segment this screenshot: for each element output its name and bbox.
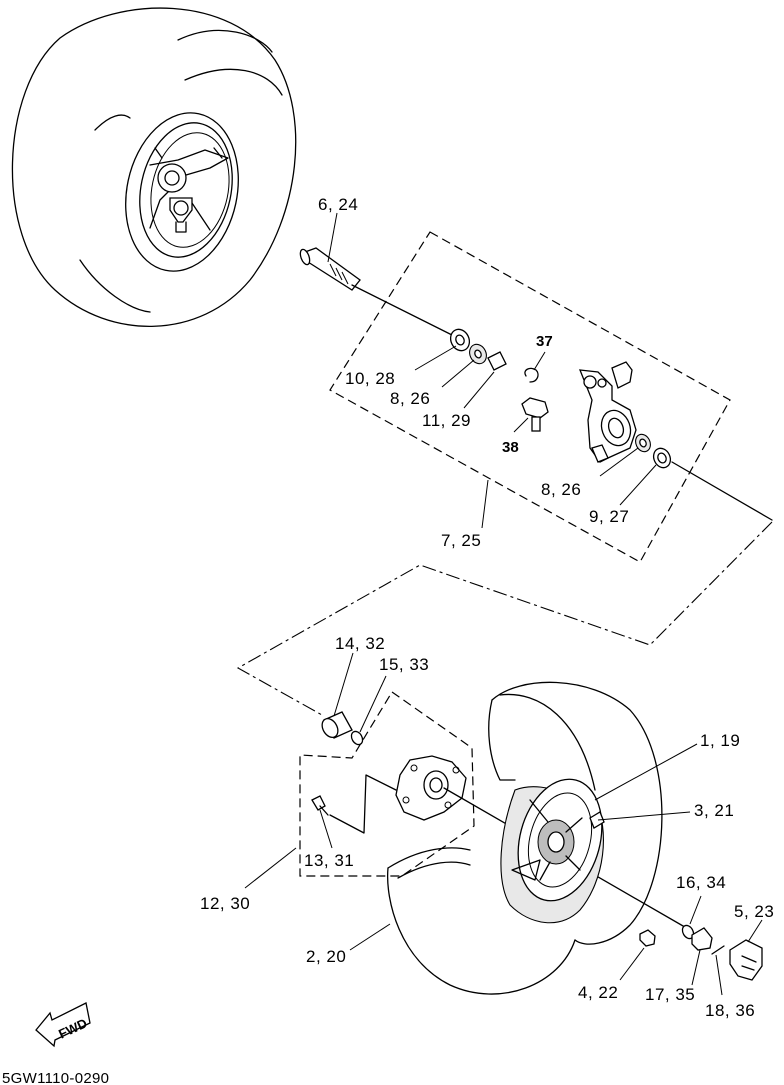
label-8-26-upper: 8, 26 — [390, 389, 430, 408]
hub-group — [299, 691, 691, 931]
label-14-32: 14, 32 — [335, 634, 385, 653]
leader-lines — [244, 212, 763, 996]
label-5-23: 5, 23 — [734, 902, 774, 921]
assembled-wheel-illustration — [11, 7, 297, 327]
exploded-wheel-illustration — [386, 681, 663, 995]
label-4-22: 4, 22 — [578, 983, 618, 1002]
label-9-27: 9, 27 — [589, 507, 629, 526]
label-18-36: 18, 36 — [705, 1001, 755, 1020]
label-3-21: 3, 21 — [694, 801, 734, 820]
label-38: 38 — [502, 439, 519, 456]
label-6-24: 6, 24 — [318, 195, 358, 214]
label-16-34: 16, 34 — [676, 873, 726, 892]
label-10-28: 10, 28 — [345, 369, 395, 388]
axle-shaft-part — [299, 247, 453, 336]
label-7-25: 7, 25 — [441, 531, 481, 550]
label-17-35: 17, 35 — [645, 985, 695, 1004]
label-15-33: 15, 33 — [379, 655, 429, 674]
label-12-30: 12, 30 — [200, 894, 250, 913]
label-1-19: 1, 19 — [700, 731, 740, 750]
label-37: 37 — [536, 333, 553, 350]
axle-hardware — [639, 924, 763, 981]
knuckle-group — [329, 231, 773, 563]
part-labels: 6, 24 10, 28 8, 26 11, 29 37 38 8, 26 9,… — [200, 195, 774, 1020]
alignment-line — [236, 521, 773, 716]
diagram-code: 5GW1110-0290 — [2, 1070, 109, 1085]
label-2-20: 2, 20 — [306, 947, 346, 966]
label-11-29: 11, 29 — [422, 411, 471, 430]
label-8-26-lower: 8, 26 — [541, 480, 581, 499]
label-13-31: 13, 31 — [304, 851, 354, 870]
fwd-direction-arrow: FWD — [35, 1002, 91, 1048]
